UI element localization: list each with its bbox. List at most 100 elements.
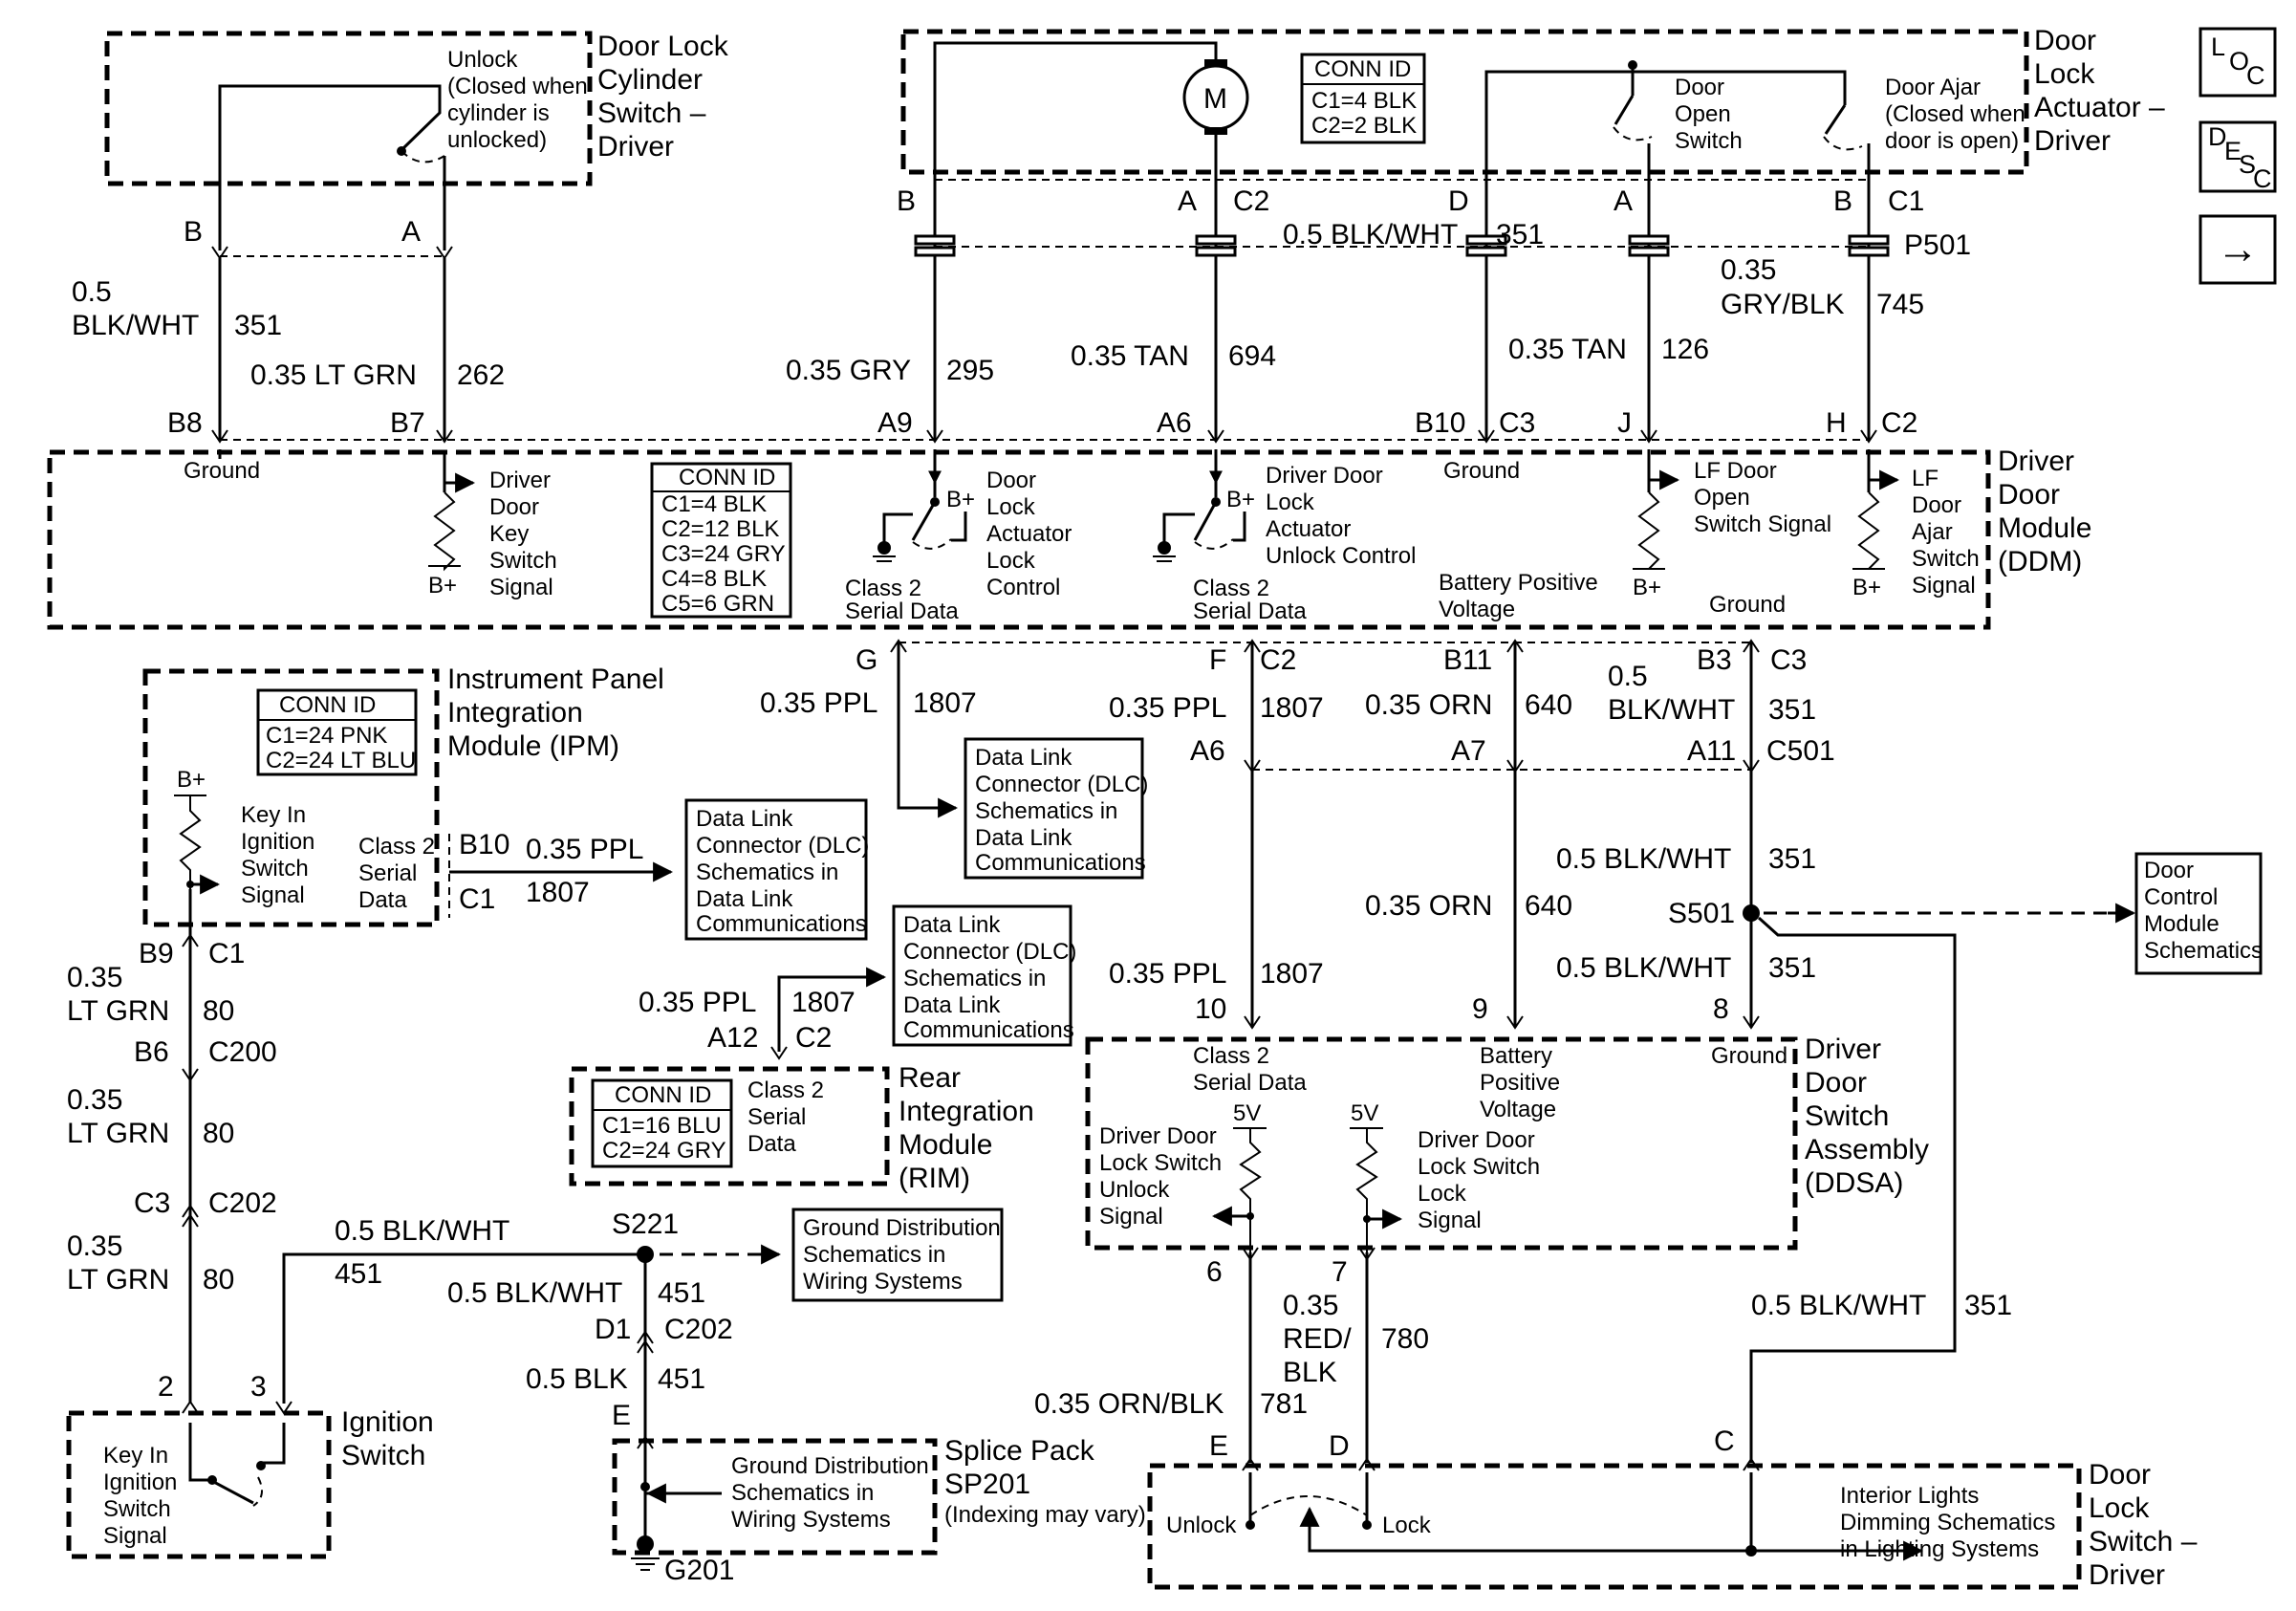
rear-integration-module: Rear Integration Module (RIM) CONN ID C1… (569, 1062, 1034, 1194)
diagram-label: 451 (335, 1258, 382, 1290)
loc-button[interactable]: L O C (2199, 27, 2277, 98)
diagram-label: C2=24 LT BLU (266, 748, 416, 773)
diagram-label: 0.35 (67, 1230, 122, 1262)
diagram-label: B10 (459, 829, 509, 860)
diagram-label: Switch Signal (1694, 512, 1831, 537)
diagram-label: 6 (1206, 1256, 1223, 1288)
diagram-label: in Lighting Systems (1840, 1536, 2039, 1562)
diagram-label: 0.35 GRY (786, 355, 911, 386)
diagram-label: Connector (DLC) (696, 833, 869, 859)
diagram-label: BLK (1283, 1357, 1337, 1388)
door-lock-switch: Door Lock Switch – Driver Unlock Lock In… (1147, 1459, 2198, 1591)
diagram-label: (Closed when (447, 74, 588, 99)
diagram-label: Positive (1480, 1070, 1560, 1096)
diagram-label: E (612, 1400, 631, 1431)
diagram-label: Module (1998, 512, 2091, 544)
diagram-label: (DDSA) (1805, 1167, 1903, 1199)
diagram-label: C202 (208, 1187, 277, 1219)
diagram-label: Schematics in (975, 798, 1117, 824)
diagram-label: Serial Data (845, 599, 959, 624)
diagram-label: B6 (134, 1036, 169, 1068)
diagram-label: Battery (1480, 1043, 1552, 1069)
diagram-label: Schematics (2144, 938, 2263, 964)
diagram-label: 745 (1876, 289, 1924, 320)
diagram-label: 0.35 ORN/BLK (1034, 1388, 1224, 1420)
diagram-label: Connector (DLC) (903, 939, 1076, 965)
diagram-label: C2 (1260, 644, 1296, 676)
diagram-label: BLK/WHT (1608, 694, 1735, 726)
diagram-label: 0.5 BLK/WHT (335, 1215, 509, 1247)
diagram-label: C501 (1766, 735, 1835, 767)
diagram-label: B (1833, 185, 1852, 217)
diagram-label: Data Link (696, 806, 793, 832)
diagram-label: B+ (1852, 575, 1881, 600)
diagram-label: 0.35 TAN (1071, 340, 1189, 372)
diagram-label: Lock (1266, 490, 1315, 515)
c501-pins (1244, 759, 1760, 773)
diagram-label: Rear (899, 1062, 961, 1094)
diagram-label: C5=6 GRN (661, 591, 774, 617)
ddm-lower-pins (890, 639, 1760, 653)
diagram-label: 9 (1472, 993, 1488, 1025)
diagram-label: 126 (1661, 334, 1709, 365)
diagram-label: Schematics in (903, 966, 1046, 991)
diagram-label: Actuator (1266, 516, 1351, 542)
diagram-label: Switch (1675, 128, 1743, 154)
diagram-label: Connector (DLC) (975, 772, 1148, 797)
diagram-label: 0.35 (67, 1084, 122, 1116)
diagram-label: 0.5 BLK/WHT (1556, 952, 1731, 984)
diagram-label: Switch (489, 548, 557, 574)
desc-button[interactable]: D E S C (2199, 120, 2277, 193)
diagram-label: Driver (2089, 1559, 2165, 1591)
ignition-switch: Ignition Switch Key In Ignition Switch S… (66, 1406, 434, 1559)
diagram-label: 80 (203, 995, 234, 1027)
diagram-label: Schematics in (803, 1242, 945, 1268)
diagram-label: A12 (707, 1022, 758, 1054)
diagram-label: Switch (241, 856, 309, 882)
diagram-label: C1=4 BLK (661, 491, 767, 517)
diagram-label: Data Link (903, 992, 1001, 1018)
diagram-label: J (1617, 407, 1632, 439)
diagram-label: Module (899, 1129, 992, 1161)
diagram-label: 351 (1768, 952, 1816, 984)
diagram-label: C (2246, 61, 2265, 90)
diagram-label: S (2239, 150, 2256, 179)
diagram-label: 3 (250, 1371, 267, 1403)
instrument-panel-integration-module: Instrument Panel Integration Module (IPM… (142, 664, 664, 942)
diagram-label: 80 (203, 1264, 234, 1295)
diagram-label: Ignition (103, 1469, 177, 1495)
diagram-label: Lock (2089, 1492, 2150, 1524)
diagram-label: Communications (975, 850, 1146, 876)
diagram-label: 1807 (1260, 958, 1324, 990)
diagram-label: CONN ID (279, 692, 376, 718)
diagram-label: B+ (1633, 575, 1661, 600)
next-arrow-button[interactable]: → (2199, 214, 2277, 285)
diagram-label: C1=24 PNK (266, 723, 387, 749)
diagram-label: 0.5 BLK/WHT (1283, 219, 1458, 250)
diagram-label: B11 (1443, 644, 1492, 676)
diagram-label: Switch (1912, 546, 1980, 572)
diagram-label: Ground (1709, 592, 1786, 618)
diagram-label: C3 (1770, 644, 1807, 676)
diagram-label: C3 (1499, 407, 1535, 439)
diagram-label: C2 (795, 1022, 832, 1054)
diagram-label: 640 (1525, 890, 1572, 922)
diagram-label: 1807 (1260, 692, 1324, 724)
diagram-label: C2 (1881, 407, 1917, 439)
diagram-label: GRY/BLK (1721, 289, 1845, 320)
diagram-label: Signal (1418, 1208, 1482, 1233)
diagram-label: Driver (2034, 125, 2111, 157)
door-lock-actuator: Door Lock Actuator – Driver M CONN ID C1… (900, 25, 2165, 175)
diagram-label: Wiring Systems (731, 1507, 891, 1533)
diagram-label: 351 (1768, 843, 1816, 875)
diagram-label: A9 (877, 407, 913, 439)
lock-cylinder-switch: Door Lock Cylinder Switch – Driver Unloc… (104, 31, 729, 250)
diagram-label: H (1826, 407, 1847, 439)
diagram-label: Ignition (241, 829, 314, 855)
diagram-label: Serial (747, 1104, 806, 1130)
diagram-label: Signal (1912, 573, 1976, 599)
diagram-label: 5V (1233, 1100, 1261, 1126)
diagram-label: Class 2 (747, 1078, 824, 1103)
diagram-label: 0.35 ORN (1365, 890, 1492, 922)
diagram-label: C2=2 BLK (1311, 113, 1417, 139)
